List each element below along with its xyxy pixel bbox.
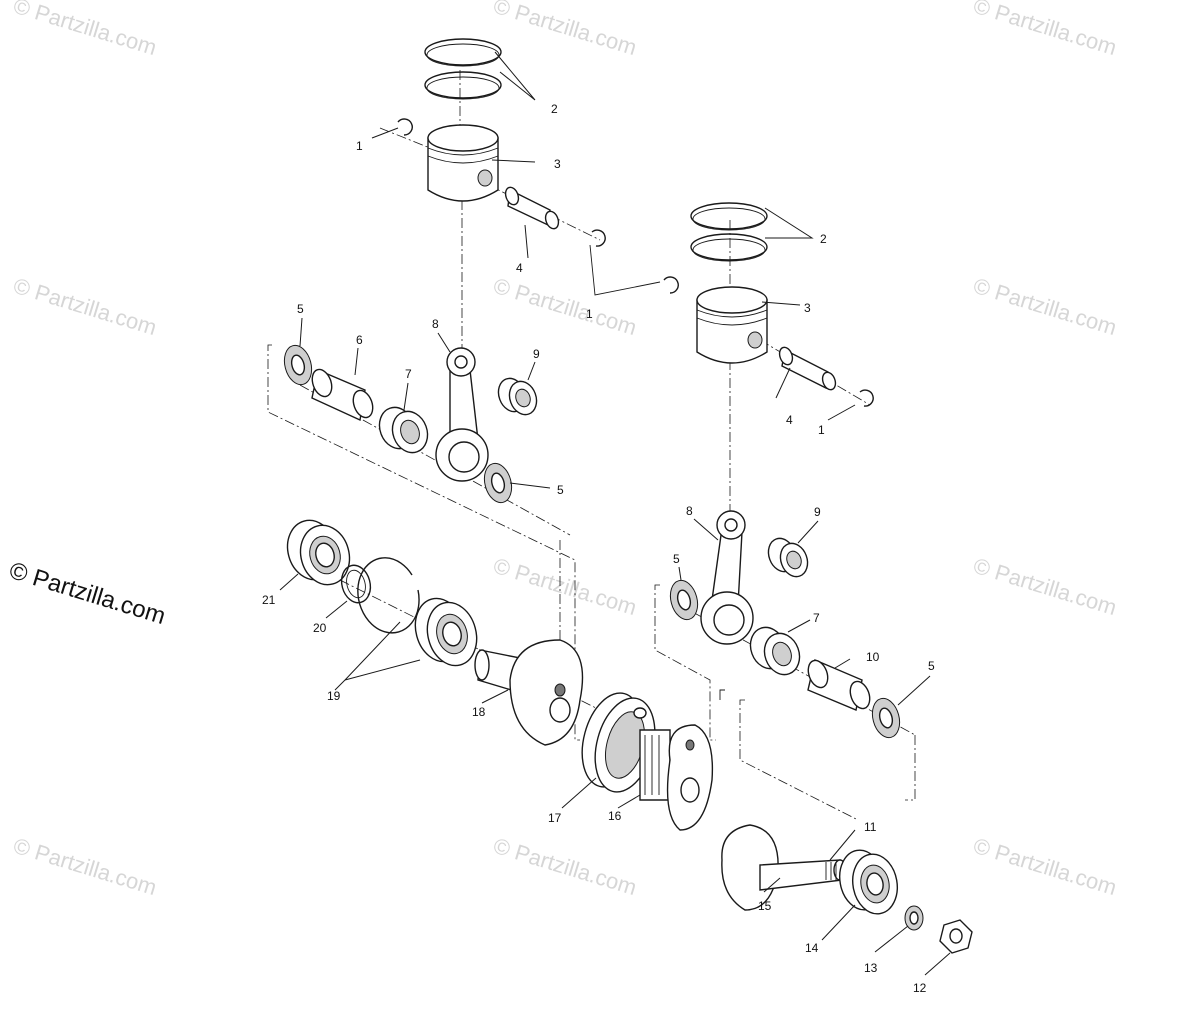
circlip-upper: [397, 118, 413, 136]
ball-bearing-21: [286, 519, 351, 586]
callout-14: 14: [805, 941, 819, 955]
callout-5: 5: [557, 483, 564, 497]
leader-lines: [279, 51, 951, 976]
watermark: © Partzilla.com: [491, 0, 640, 60]
callout-11: 11: [864, 820, 877, 834]
watermark: © Partzilla.com: [971, 833, 1120, 900]
callout-1: 1: [586, 307, 593, 321]
watermark: © Partzilla.com: [11, 273, 160, 340]
crankshaft-half-15: [721, 824, 847, 911]
circlip-mid: [591, 229, 606, 247]
watermarks: © Partzilla.com © Partzilla.com © Partzi…: [11, 0, 1120, 900]
callout-3: 3: [804, 301, 811, 315]
circlip-right-rear: [859, 389, 874, 407]
needle-bearing-7a: [378, 406, 429, 454]
callout-5: 5: [673, 552, 680, 566]
nut-12: [939, 919, 973, 954]
connecting-rod-8b: [700, 510, 754, 645]
callout-21: 21: [262, 593, 276, 607]
callout-1: 1: [818, 423, 825, 437]
callout-18: 18: [472, 705, 486, 719]
callout-5: 5: [928, 659, 935, 673]
callout-8: 8: [686, 504, 693, 518]
watermark: © Partzilla.com: [11, 0, 160, 60]
callout-9: 9: [814, 505, 821, 519]
watermark: © Partzilla.com: [11, 833, 160, 900]
piston-ring-set-upper: [424, 38, 502, 100]
assembly-lines: [267, 70, 916, 821]
callout-3: 3: [554, 157, 561, 171]
retaining-ring-19: [357, 557, 420, 634]
thrust-washer-b: [483, 462, 513, 504]
needle-bearing-7b: [749, 626, 801, 676]
callout-7: 7: [405, 367, 412, 381]
callout-2: 2: [820, 232, 827, 246]
callout-16: 16: [608, 809, 622, 823]
watermark: © Partzilla.com: [971, 0, 1120, 60]
callout-7: 7: [813, 611, 820, 625]
crankshaft-half-18: [474, 639, 584, 746]
piston-ring-set-right: [690, 202, 768, 262]
connecting-rod-8a: [435, 347, 489, 482]
callout-6: 6: [356, 333, 363, 347]
callout-9: 9: [533, 347, 540, 361]
snap-ring-20: [340, 564, 372, 604]
piston-upper: [427, 124, 499, 202]
watermark: © Partzilla.com: [971, 553, 1120, 620]
watermark: © Partzilla.com: [971, 273, 1120, 340]
thrust-washer-c: [669, 579, 699, 621]
crankshaft-center-16: [639, 724, 714, 831]
callout-5: 5: [297, 302, 304, 316]
callout-4: 4: [516, 261, 523, 275]
callout-1: 1: [356, 139, 363, 153]
callout-4: 4: [786, 413, 793, 427]
thrust-washer-a: [283, 344, 313, 386]
callout-labels: 1 2 3 4 1 2 3 4 1 5 6 7 8 9 5 8 9 5 7 10…: [262, 102, 935, 995]
piston-pin-upper: [504, 186, 560, 230]
needle-bearing-9b: [767, 537, 809, 578]
callout-12: 12: [913, 981, 927, 995]
crankpin-6: [311, 368, 374, 422]
watermark: © Partzilla.com: [491, 273, 640, 340]
callout-17: 17: [548, 811, 562, 825]
callout-8: 8: [432, 317, 439, 331]
thrust-washer-d: [871, 697, 901, 739]
ball-bearing-14: [839, 849, 898, 915]
callout-13: 13: [864, 961, 878, 975]
needle-bearing-9a: [497, 377, 538, 416]
ball-bearing-19: [414, 597, 478, 667]
watermark: © Partzilla.com: [491, 553, 640, 620]
crankpin-10: [807, 659, 871, 711]
callout-19: 19: [327, 689, 341, 703]
callout-15: 15: [758, 899, 772, 913]
watermark: © Partzilla.com: [491, 833, 640, 900]
callout-20: 20: [313, 621, 327, 635]
piston-pin-right: [778, 346, 837, 391]
circlip-right-front: [663, 276, 679, 294]
callout-2: 2: [551, 102, 558, 116]
piston-right: [696, 286, 768, 364]
callout-10: 10: [866, 650, 880, 664]
washer-13: [904, 905, 924, 931]
